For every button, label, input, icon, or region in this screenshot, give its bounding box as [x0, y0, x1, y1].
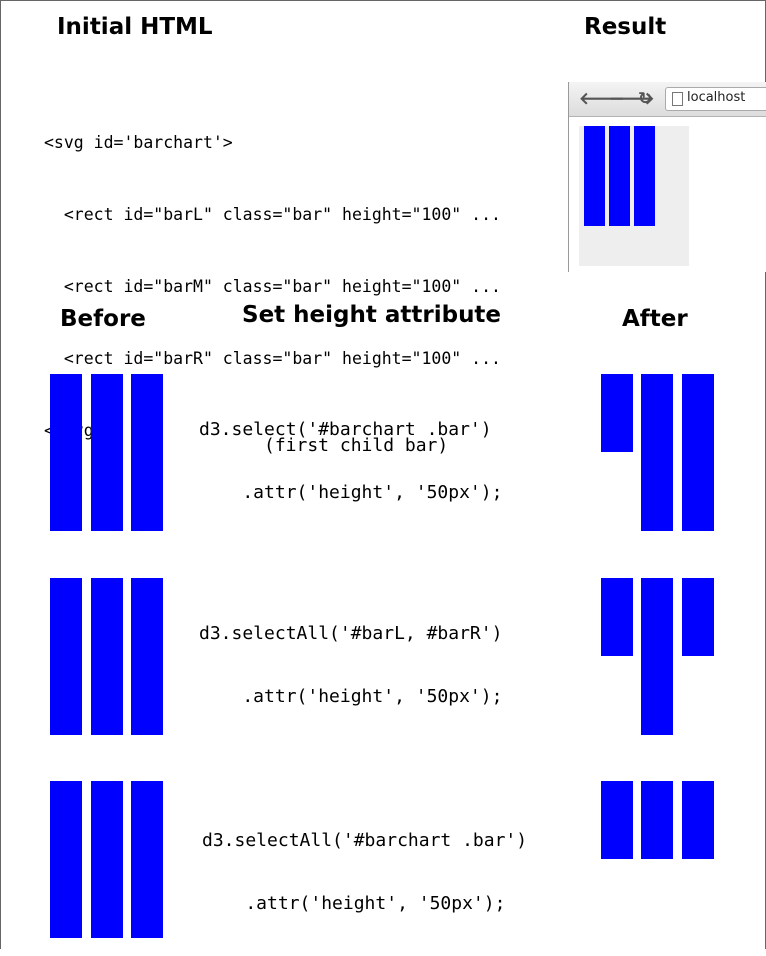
- back-arrow-icon[interactable]: 🡐: [579, 89, 625, 109]
- code-line: d3.selectAll('#barchart .bar'): [202, 830, 528, 851]
- code-line: d3.select('#barchart .bar'): [199, 419, 492, 440]
- heading-after: After: [622, 306, 688, 332]
- code-line: <svg id='barchart'>: [44, 133, 233, 152]
- before-bar-middle: [91, 374, 123, 531]
- before-bar-right: [131, 781, 163, 938]
- reload-icon[interactable]: ↻: [638, 89, 653, 109]
- forward-arrow-icon[interactable]: 🡒: [609, 89, 655, 109]
- browser-toolbar: 🡐 🡒 ↻ localhost: [569, 82, 766, 117]
- initial-html-code: <svg id='barchart'> <rect id="barL" clas…: [44, 83, 501, 467]
- before-bar-middle: [91, 781, 123, 938]
- after-bar-middle: [641, 374, 673, 531]
- code-line: <rect id="barR" class="bar" height="100"…: [44, 349, 501, 368]
- result-bar-right: [634, 126, 655, 226]
- code-line: d3.selectAll('#barL, #barR'): [199, 623, 503, 644]
- after-bar-left: [601, 374, 633, 452]
- address-bar[interactable]: localhost: [665, 87, 766, 111]
- after-bar-right: [682, 374, 714, 531]
- snippet-note: (first child bar): [264, 435, 449, 456]
- heading-initial-html: Initial HTML: [57, 14, 213, 40]
- heading-set-height-attribute: Set height attribute: [242, 302, 502, 328]
- before-bar-left: [50, 578, 82, 735]
- after-bar-left: [601, 578, 633, 656]
- before-bar-left: [50, 374, 82, 531]
- heading-before: Before: [60, 306, 146, 332]
- code-snippet: d3.selectAll('#barL, #barR') .attr('heig…: [199, 581, 502, 749]
- code-line: .attr('height', '50px');: [199, 482, 503, 503]
- code-line: <rect id="barL" class="bar" height="100"…: [44, 205, 501, 224]
- after-bar-right: [682, 578, 714, 656]
- after-bar-left: [601, 781, 633, 859]
- code-snippet: d3.select('#barchart .bar') .attr('heigh…: [199, 377, 502, 545]
- code-line: <rect id="barM" class="bar" height="100"…: [44, 277, 501, 296]
- browser-viewport: [579, 126, 689, 266]
- code-line: .attr('height', '50px');: [202, 893, 506, 914]
- code-snippet: d3.selectAll('#barchart .bar') .attr('he…: [202, 788, 527, 956]
- code-line: .attr('height', '50px');: [199, 686, 503, 707]
- result-bar-left: [584, 126, 605, 226]
- before-bar-middle: [91, 578, 123, 735]
- before-bar-right: [131, 578, 163, 735]
- browser-window: 🡐 🡒 ↻ localhost: [568, 82, 766, 272]
- after-bar-middle: [641, 781, 673, 859]
- result-bar-middle: [609, 126, 630, 226]
- after-bar-middle: [641, 578, 673, 735]
- before-bar-left: [50, 781, 82, 938]
- after-bar-right: [682, 781, 714, 859]
- address-bar-url: localhost: [687, 90, 746, 105]
- before-bar-right: [131, 374, 163, 531]
- heading-result: Result: [584, 14, 667, 40]
- page-icon: [672, 92, 683, 106]
